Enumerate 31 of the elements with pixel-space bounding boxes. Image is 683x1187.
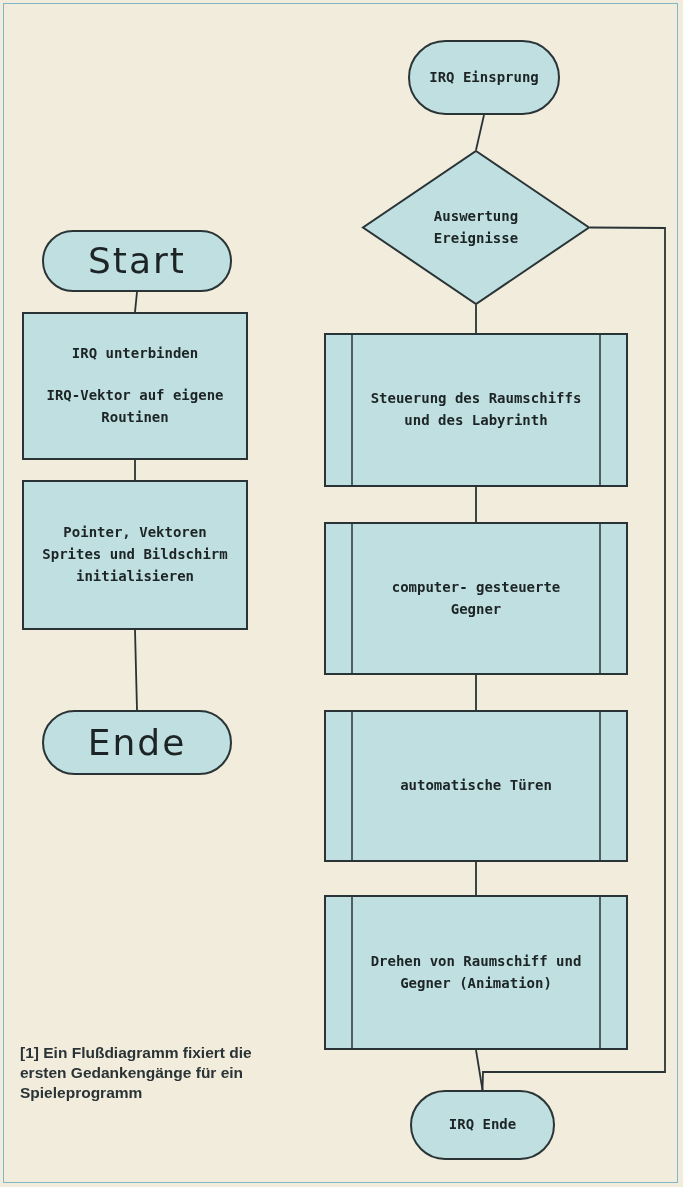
caption: [1] Ein Flußdiagramm fixiert die ersten Gedankengänge für ein Spieleprogramm	[20, 1043, 253, 1104]
node-text: IRQ Einsprung	[429, 67, 539, 87]
predefined-process-box	[324, 895, 628, 1050]
connector-line	[481, 226, 666, 1091]
node-text: automatische Türen	[400, 776, 552, 796]
decision-diamond	[362, 150, 590, 305]
predefined-process-box	[324, 522, 628, 675]
connector-line	[475, 1049, 484, 1091]
node-text: IRQ-Vektor auf eigene Routinen	[45, 386, 225, 427]
node-text: Drehen von Raumschiff und Gegner (Animation)	[369, 951, 583, 993]
connector-line	[475, 486, 477, 523]
terminal-shape	[42, 230, 232, 292]
predefined-process-box	[324, 710, 628, 862]
node-text: IRQ unterbinden	[71, 344, 199, 364]
node-text: Ende	[87, 720, 187, 765]
connector-line	[475, 861, 477, 896]
connector-line	[134, 459, 136, 481]
predefined-process-box	[324, 333, 628, 487]
node-text: Start	[88, 239, 186, 284]
connector-line	[475, 674, 477, 711]
connector-line	[475, 304, 477, 334]
node-text: computer- gesteuerte Gegner	[390, 577, 562, 619]
connector-line	[134, 291, 138, 313]
node-text: IRQ Ende	[448, 1115, 517, 1135]
node-text: Auswertung Ereignisse	[432, 206, 520, 248]
node-text: Pointer, Vektoren Sprites und Bildschirm initialisieren	[41, 523, 229, 586]
process-box	[22, 312, 248, 460]
connector-line	[475, 114, 485, 151]
process-box	[22, 480, 248, 630]
connector-line	[134, 629, 138, 711]
node-text: Steuerung des Raumschiffs und des Labyrinth	[369, 389, 583, 430]
